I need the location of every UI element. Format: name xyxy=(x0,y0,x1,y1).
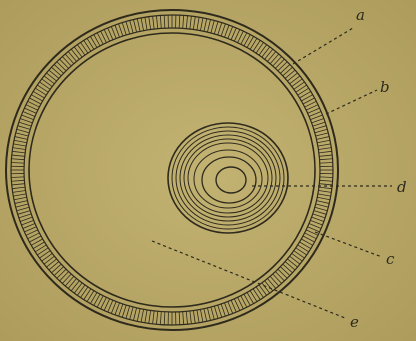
label-c: c xyxy=(386,250,395,268)
label-d: d xyxy=(397,178,407,196)
label-e: e xyxy=(350,313,359,331)
label-b: b xyxy=(380,78,390,96)
label-a: a xyxy=(356,6,365,24)
